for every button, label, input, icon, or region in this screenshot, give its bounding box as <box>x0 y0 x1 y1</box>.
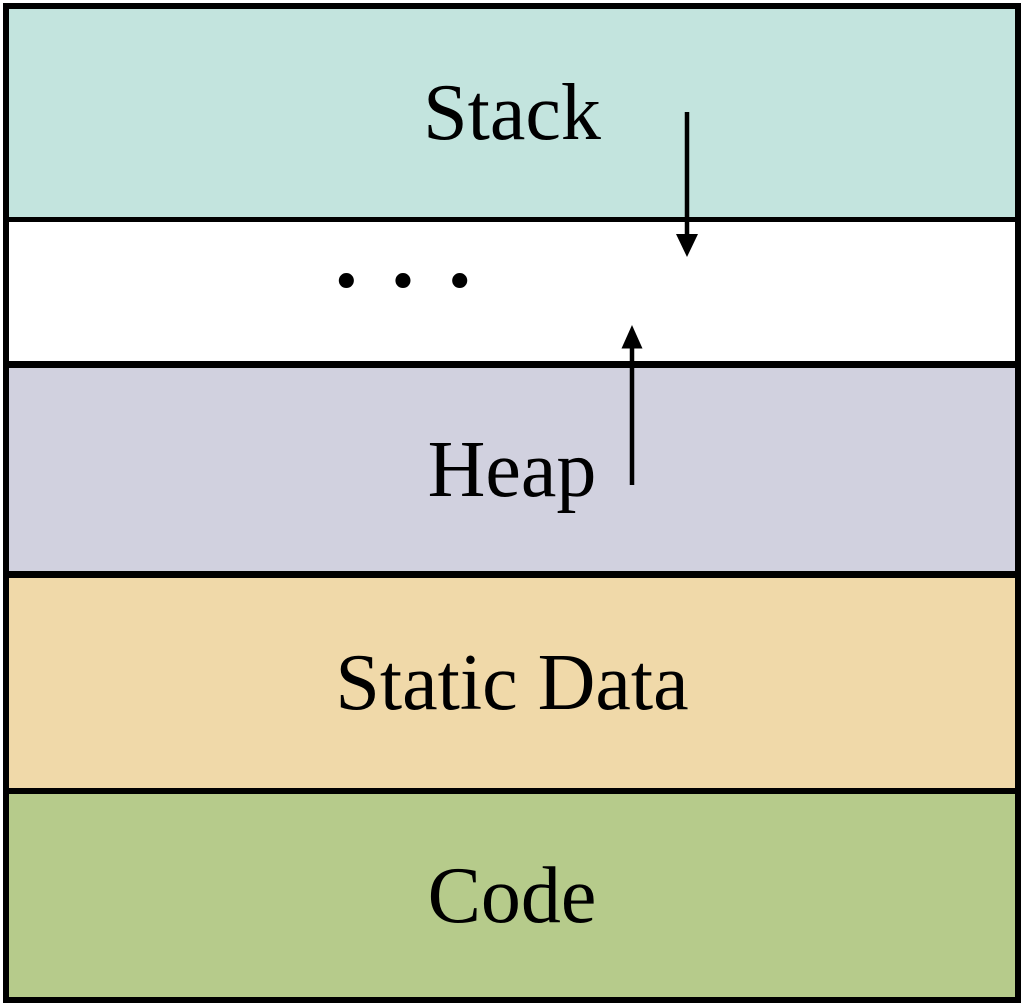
section-stack: Stack <box>9 9 1015 217</box>
section-code-label: Code <box>427 851 597 940</box>
section-code: Code <box>9 788 1015 997</box>
ellipsis-dots: ••• <box>331 253 502 313</box>
section-static-data-label: Static Data <box>335 639 689 727</box>
diagram-frame: Stack ••• Heap Static Data Code <box>3 3 1021 1003</box>
section-unused-gap: ••• <box>9 217 1015 361</box>
section-static-data: Static Data <box>9 571 1015 788</box>
section-heap-label: Heap <box>427 425 597 514</box>
section-heap: Heap <box>9 361 1015 571</box>
section-stack-label: Stack <box>423 69 601 157</box>
